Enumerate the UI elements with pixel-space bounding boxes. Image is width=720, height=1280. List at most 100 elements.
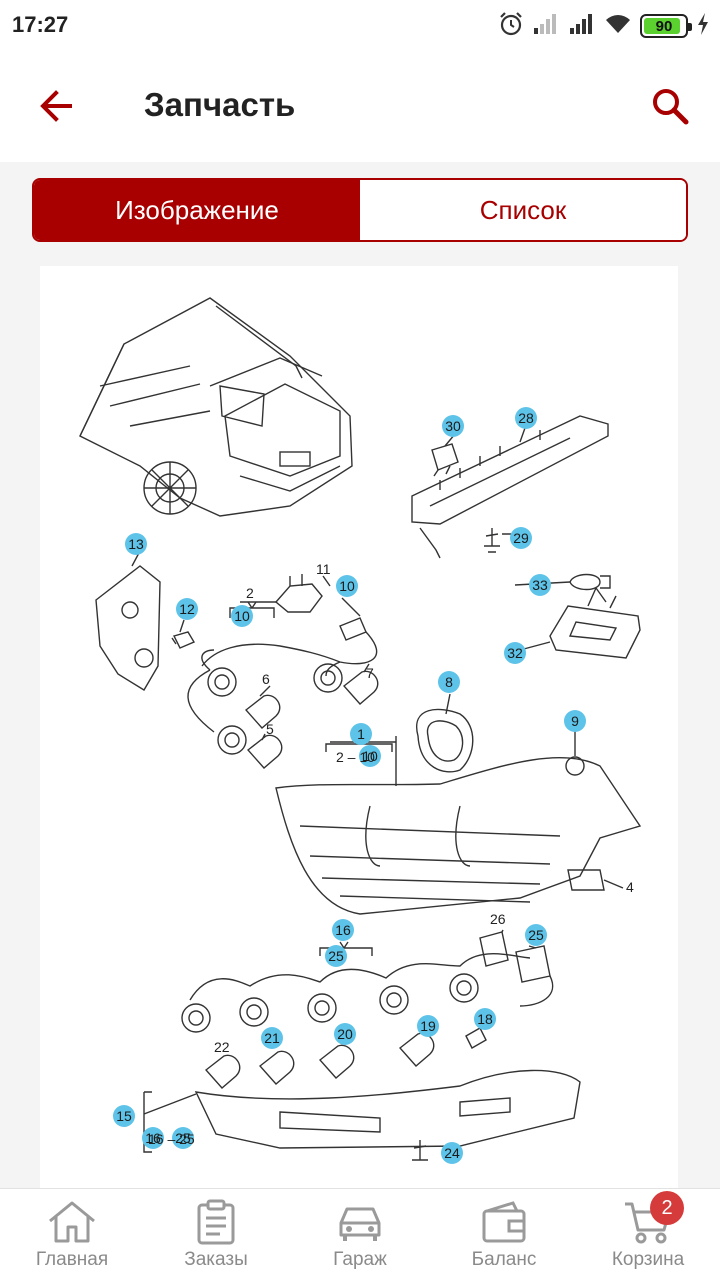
callout-circle [261, 1027, 283, 1049]
tab-list[interactable]: Список [360, 180, 686, 240]
callout-30[interactable]: 30 [442, 415, 464, 437]
callout-circle [442, 415, 464, 437]
callout-number: 29 [513, 530, 529, 546]
callout-28[interactable]: 28 [515, 407, 537, 429]
callout-10[interactable]: 10 [231, 605, 253, 627]
wallet-icon [474, 1197, 534, 1247]
callout-number: 21 [264, 1030, 280, 1046]
callout-number: 10 [362, 748, 378, 764]
callout-18[interactable]: 18 [474, 1008, 496, 1030]
nav-garage[interactable]: Гараж [288, 1189, 432, 1280]
callout-circle [515, 407, 537, 429]
range-16-25: 16 – 25 [148, 1131, 195, 1147]
callout-circle [504, 642, 526, 664]
callout-24[interactable]: 24 [441, 1142, 463, 1164]
wifi-icon [604, 12, 632, 41]
label-22: 22 [214, 1039, 230, 1055]
alarm-icon [498, 11, 524, 42]
callout-circle [350, 723, 372, 745]
callout-circle [441, 1142, 463, 1164]
back-button[interactable] [28, 80, 84, 136]
callout-circle [325, 945, 347, 967]
callout-13[interactable]: 13 [125, 533, 147, 555]
label-7: 7 [366, 665, 374, 681]
callout-15[interactable]: 15 [113, 1105, 135, 1127]
callout-8[interactable]: 8 [438, 671, 460, 693]
callouts: 30 28 29 33 32 13 12 10 10 8 9 1 10 16 25 25 21 20 19 18 15 1… [113, 407, 586, 1164]
callout-12[interactable]: 12 [176, 598, 198, 620]
nav-cart[interactable]: 2 Корзина [576, 1189, 720, 1280]
callout-number: 32 [507, 645, 523, 661]
view-toggle: Изображение Список [32, 178, 688, 242]
callout-21[interactable]: 21 [261, 1027, 283, 1049]
callout-circle [336, 575, 358, 597]
callout-32[interactable]: 32 [504, 642, 526, 664]
nav-balance[interactable]: Баланс [432, 1189, 576, 1280]
callout-10[interactable]: 10 [359, 745, 381, 767]
callout-9[interactable]: 9 [564, 710, 586, 732]
cart-count-badge: 2 [650, 1191, 684, 1225]
callout-number: 19 [420, 1018, 436, 1034]
callout-number: 9 [571, 713, 579, 729]
signal-icon [532, 12, 560, 41]
nav-home[interactable]: Главная [0, 1189, 144, 1280]
status-icons: 90 [498, 10, 710, 42]
callout-circle [417, 1015, 439, 1037]
callout-number: 13 [128, 536, 144, 552]
callout-circle [529, 574, 551, 596]
nav-orders[interactable]: Заказы [144, 1189, 288, 1280]
callout-circle [334, 1023, 356, 1045]
tab-image[interactable]: Изображение [34, 180, 360, 240]
plain-labels: 2 11 6 5 7 4 26 22 2 – 10 16 – 25 [148, 561, 634, 1147]
callout-19[interactable]: 19 [417, 1015, 439, 1037]
nav-balance-label: Баланс [471, 1249, 537, 1270]
callout-25[interactable]: 25 [525, 924, 547, 946]
callout-circle [125, 533, 147, 555]
callout-33[interactable]: 33 [529, 574, 551, 596]
callout-circle [332, 919, 354, 941]
diagram-line-art [79, 297, 642, 1161]
callout-number: 10 [339, 578, 355, 594]
callout-16[interactable]: 16 [142, 1127, 164, 1149]
callout-circle [231, 605, 253, 627]
nav-orders-label: Заказы [184, 1249, 248, 1270]
callout-number: 30 [445, 418, 461, 434]
callout-number: 25 [328, 948, 344, 964]
callout-25[interactable]: 25 [172, 1127, 194, 1149]
callout-number: 10 [234, 608, 250, 624]
car-icon [330, 1197, 390, 1247]
callout-number: 28 [518, 410, 534, 426]
label-26: 26 [490, 911, 506, 927]
battery-percent: 90 [655, 17, 673, 35]
callout-circle [176, 598, 198, 620]
callout-16[interactable]: 16 [332, 919, 354, 941]
callout-number: 16 [335, 922, 351, 938]
page-title: Запчасть [144, 86, 296, 123]
arrow-left-icon [36, 86, 76, 131]
callout-circle [113, 1105, 135, 1127]
battery-icon: 90 [640, 14, 692, 38]
callout-number: 8 [445, 674, 453, 690]
callout-number: 25 [175, 1130, 191, 1146]
label-6: 6 [262, 671, 270, 687]
callout-circle [438, 671, 460, 693]
nav-cart-label: Корзина [611, 1249, 685, 1270]
search-button[interactable] [640, 78, 700, 138]
bottom-navigation: Главная Заказы Гараж Баланс 2 Корзина [0, 1188, 720, 1280]
label-4: 4 [626, 879, 634, 895]
parts-diagram[interactable]: 30 28 29 33 32 13 12 10 10 8 9 1 10 16 25 25 21 20 19 18 15 1… [40, 266, 678, 1188]
callout-25[interactable]: 25 [325, 945, 347, 967]
diagram-brackets [229, 601, 393, 956]
callout-number: 25 [528, 927, 544, 943]
callout-29[interactable]: 29 [510, 527, 532, 549]
status-time: 17:27 [12, 12, 69, 37]
orders-clipboard-icon [186, 1197, 246, 1247]
callout-20[interactable]: 20 [334, 1023, 356, 1045]
search-icon [650, 86, 690, 131]
home-icon [42, 1197, 102, 1247]
callout-1[interactable]: 1 [350, 723, 372, 745]
callout-number: 1 [357, 726, 365, 742]
callout-circle [359, 745, 381, 767]
callout-circle [142, 1127, 164, 1149]
callout-10[interactable]: 10 [336, 575, 358, 597]
